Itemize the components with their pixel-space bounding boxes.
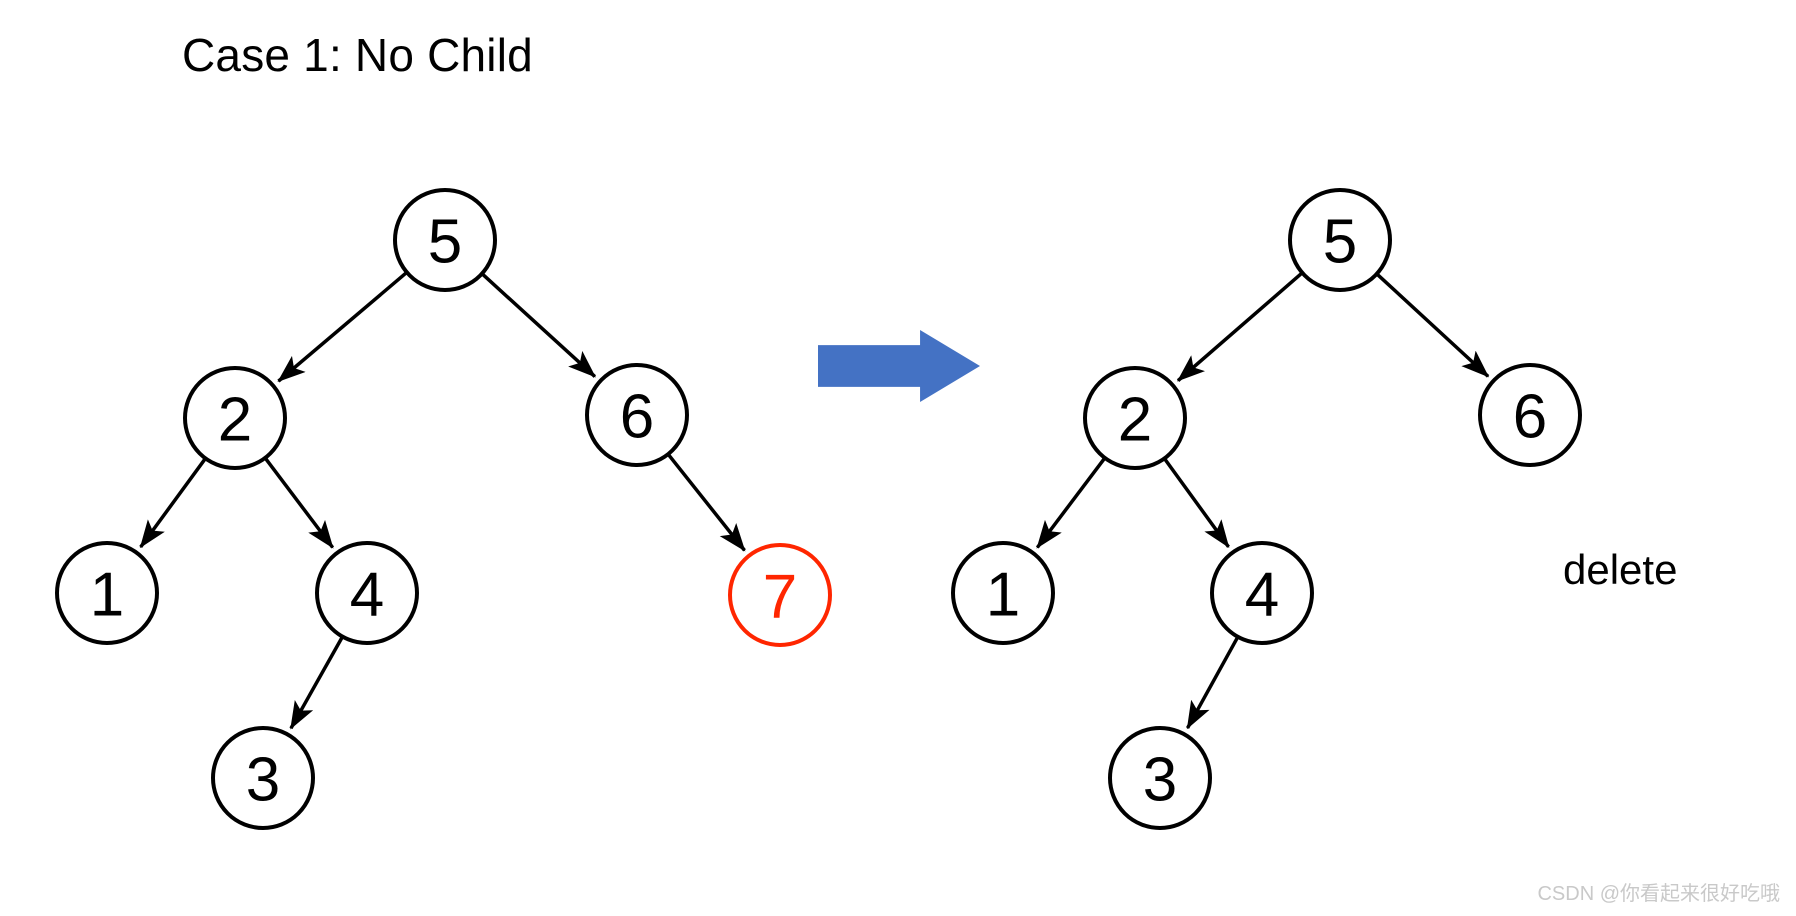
transition-arrow-icon <box>818 330 980 402</box>
tree-edge-L5-to-L2 <box>277 271 408 383</box>
tree-node-left-6[interactable]: 6 <box>585 363 689 467</box>
edges-right-tree <box>1035 272 1490 730</box>
node-label: 6 <box>620 383 654 452</box>
tree-node-right-3[interactable]: 3 <box>1108 726 1212 830</box>
node-label: 2 <box>1118 386 1152 455</box>
node-circle <box>315 541 419 645</box>
tree-node-right-4[interactable]: 4 <box>1210 541 1314 645</box>
node-circle <box>183 366 287 470</box>
tree-edge-L6-to-L7 <box>667 453 746 552</box>
node-circle <box>393 188 497 292</box>
node-label: 3 <box>1143 746 1177 815</box>
nodes-right-tree: 5 2 6 1 4 3 <box>951 188 1582 830</box>
node-label: 1 <box>986 561 1020 630</box>
node-circle <box>1108 726 1212 830</box>
tree-edge-R4-to-R3 <box>1185 636 1239 730</box>
tree-edge-L2-to-L1 <box>139 458 207 549</box>
node-label: 1 <box>90 561 124 630</box>
node-circle <box>585 363 689 467</box>
tree-node-right-6[interactable]: 6 <box>1478 363 1582 467</box>
tree-node-left-4[interactable]: 4 <box>315 541 419 645</box>
node-label: 5 <box>1323 208 1357 277</box>
node-label: 5 <box>428 208 462 277</box>
tree-edge-L4-to-L3 <box>289 636 344 730</box>
tree-edge-R5-to-R2 <box>1176 272 1303 382</box>
node-circle <box>211 726 315 830</box>
node-label: 4 <box>350 561 384 630</box>
node-circle <box>728 543 832 647</box>
csdn-watermark: CSDN @你看起来很好吃哦 <box>1537 883 1780 905</box>
tree-node-left-3[interactable]: 3 <box>211 726 315 830</box>
node-label: 2 <box>218 386 252 455</box>
node-circle <box>1210 541 1314 645</box>
tree-node-right-5[interactable]: 5 <box>1288 188 1392 292</box>
tree-node-left-5[interactable]: 5 <box>393 188 497 292</box>
tree-edge-R2-to-R1 <box>1035 457 1106 549</box>
node-circle <box>1083 366 1187 470</box>
node-label: 7 <box>763 563 797 632</box>
tree-edge-R5-to-R6 <box>1376 273 1490 378</box>
node-circle <box>1288 188 1392 292</box>
right-block-arrow-icon <box>818 330 980 402</box>
node-label: 6 <box>1513 383 1547 452</box>
node-label: 4 <box>1245 561 1279 630</box>
tree-node-right-2[interactable]: 2 <box>1083 366 1187 470</box>
node-label: 3 <box>246 746 280 815</box>
node-circle <box>951 541 1055 645</box>
node-circle <box>55 541 159 645</box>
tree-node-right-1[interactable]: 1 <box>951 541 1055 645</box>
tree-node-left-7[interactable]: 7 <box>728 543 832 647</box>
tree-node-left-2[interactable]: 2 <box>183 366 287 470</box>
tree-edge-L5-to-L6 <box>481 273 597 378</box>
page-title: Case 1: No Child <box>182 29 533 81</box>
edges-left-tree <box>139 271 746 730</box>
tree-edge-R2-to-R4 <box>1163 458 1230 549</box>
nodes-left-tree: 5 2 6 1 4 3 7 <box>55 188 832 830</box>
tree-edge-L2-to-L4 <box>264 457 335 549</box>
node-circle <box>1478 363 1582 467</box>
tree-node-left-1[interactable]: 1 <box>55 541 159 645</box>
delete-annotation: delete <box>1563 546 1678 593</box>
